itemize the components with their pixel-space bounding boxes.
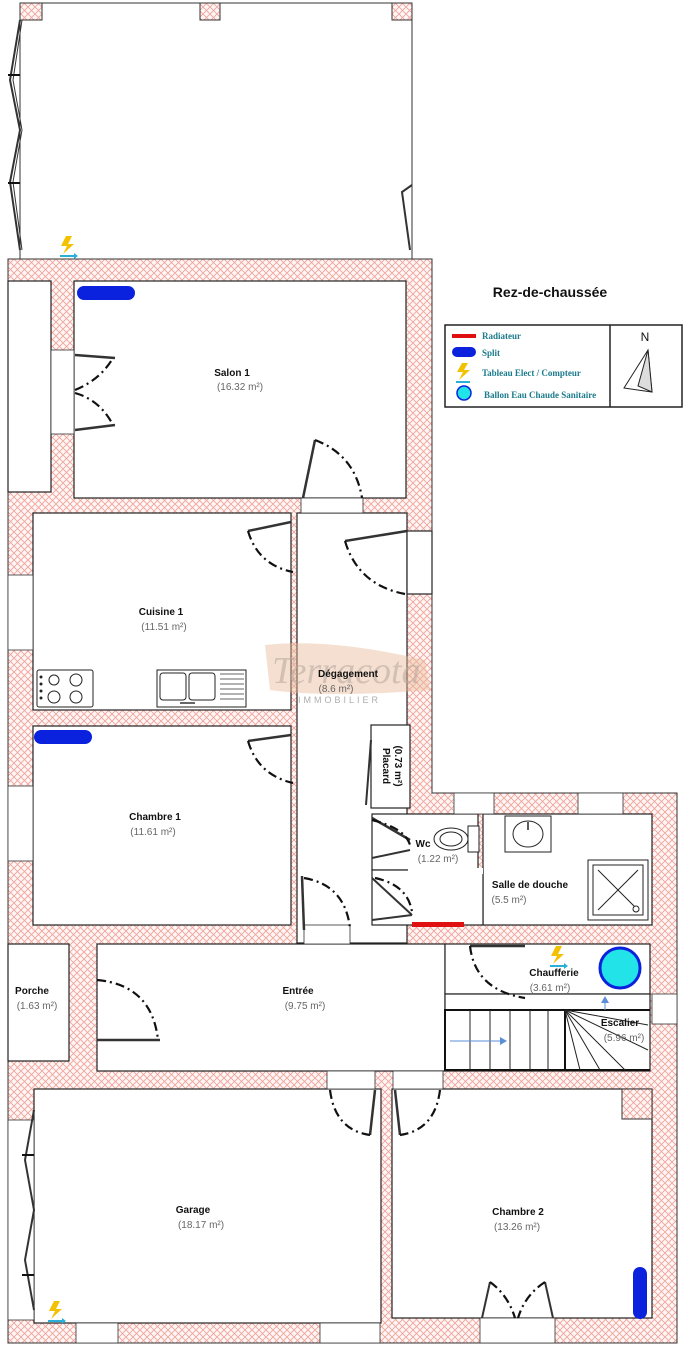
room-area-wc: (1.22 m²) [418,854,459,865]
room-area-salle-de-douche: (5.5 m²) [492,895,527,906]
split-icon [633,1267,647,1319]
water-heater-icon [598,946,642,990]
room-name-porche: Porche [15,986,49,997]
room-name-entree: Entrée [282,986,314,997]
electric-panel-icon [456,363,470,383]
electric-panel-icon [60,236,78,259]
room-area-chambre1: (11.61 m²) [130,827,175,838]
room-name-cuisine1: Cuisine 1 [139,607,184,618]
toilet-icon [433,825,480,853]
room-name-chambre2: Chambre 2 [492,1207,544,1218]
kitchen-sink-icon [156,669,247,708]
plan-title: Rez-de-chaussée [493,284,608,300]
room-area-garage: (18.17 m²) [178,1220,224,1231]
radiator-icon [412,922,464,927]
room-name-salle-de-douche: Salle de douche [492,880,569,891]
electric-panel-icon [550,946,568,969]
room-area-chaufferie: (3.61 m²) [530,983,571,994]
openings [7,349,678,1344]
split-icon [452,347,476,357]
legend-item-electric-panel: Tableau Elect / Compteur [456,363,581,383]
split-icon [34,730,92,744]
room-area-escalier: (5.96 m²) [604,1033,645,1044]
room-name-escalier: Escalier [601,1018,639,1029]
room-name-garage: Garage [176,1205,211,1216]
room-area-salon1: (16.32 m²) [217,382,263,393]
legend-label: Radiateur [482,331,521,341]
radiator-icon [452,334,476,338]
water-heater-icon [456,385,472,401]
washbasin-icon [504,815,552,853]
room-area-placard: (0.73 m²) [392,745,403,786]
legend-item-split: Split [452,347,500,358]
room-area-porche: (1.63 m²) [17,1001,58,1012]
room-area-chambre2: (13.26 m²) [494,1222,540,1233]
legend: Radiateur Split Tableau Elect / Compteur… [444,324,683,408]
room-area-cuisine1: (11.51 m²) [141,622,186,633]
room-name-salon1: Salon 1 [214,368,250,379]
legend-label: Tableau Elect / Compteur [482,368,581,378]
legend-item-radiator: Radiateur [452,331,521,341]
veranda [8,2,413,260]
room-name-placard: Placard [380,748,391,784]
watermark-logo: Terracota [272,650,421,692]
doors [22,353,554,1319]
split-icon [77,286,135,300]
room-name-chambre1: Chambre 1 [129,812,181,823]
room-name-chaufferie: Chaufferie [529,968,579,979]
shower-tray-icon [587,859,649,921]
stairs-icon [444,996,650,1071]
north-arrow-icon [623,348,653,393]
north-label: N [641,330,650,344]
legend-label: Split [482,348,500,358]
legend-label: Ballon Eau Chaude Sanitaire [484,390,596,400]
room-area-entree: (9.75 m²) [285,1001,326,1012]
watermark: Terracota IMMOBILIER [265,643,430,705]
room-labels: Salon 1 (16.32 m²) Cuisine 1 (11.51 m²) … [15,368,644,1233]
room-area-degagement: (8.6 m²) [319,684,354,695]
room-name-degagement: Dégagement [318,669,379,680]
legend-item-water-heater: Ballon Eau Chaude Sanitaire [456,385,596,401]
equipment [34,236,647,1324]
room-name-wc: Wc [416,839,431,850]
watermark-subtitle: IMMOBILIER [298,695,381,705]
electric-panel-icon [48,1301,66,1324]
stove-icon [36,669,94,708]
fixtures [36,669,650,1071]
